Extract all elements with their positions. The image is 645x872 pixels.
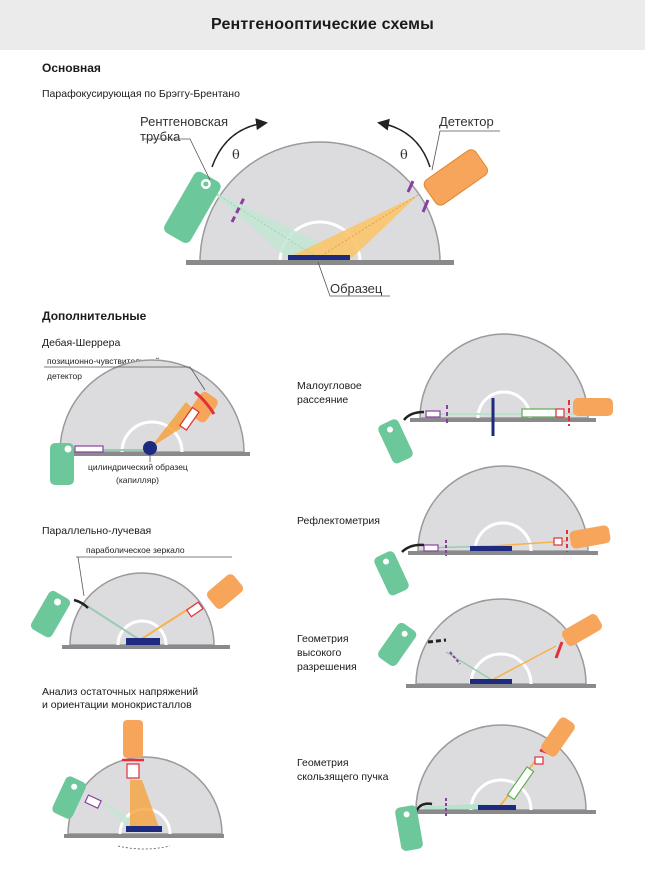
parallel-title: Параллельно-лучевая [42,525,152,537]
detector-icon [541,717,575,757]
grazing-title-line2: скользящего пучка [297,771,389,783]
rotation-arrow-icon [377,118,431,168]
saxs-title-line1: Малоугловое [297,380,362,392]
detector-label: Детектор [439,114,494,129]
rotation-arrow-icon [211,118,268,168]
capillary-sample [143,441,157,455]
sample-label: Образец [330,281,383,296]
capillary-label-line1: цилиндрический образец [88,462,188,472]
x-ray-tube-icon [30,590,71,638]
detector-icon [206,574,244,609]
stress-title-line1: Анализ остаточных напряжений [42,686,199,698]
sample [288,255,350,261]
divergence-slit [230,197,246,223]
parabolic-mirror [73,598,89,609]
mirror-label: параболическое зеркало [86,545,185,555]
saxs-title-line2: рассеяние [297,394,349,406]
page-header: Рентгенооптические схемы [0,0,645,50]
x-ray-tube-icon [395,805,423,851]
main-diagram [143,118,500,297]
hires-title-line1: Геометрия [297,633,349,645]
main-heading: Основная [42,61,101,75]
tube-label-line2: трубка [140,129,181,144]
hires-title-line3: разрешения [297,661,357,673]
incident-beam [210,190,352,258]
theta-right: θ [400,148,408,163]
reflectometry-diagram [374,465,611,596]
stress-title-line2: и ориентации монокристаллов [42,699,192,711]
main-scheme-title: Парафокусирующая по Брэггу-Брентано [42,88,240,100]
x-ray-tube-icon [378,419,413,464]
parallel-diagram [30,556,244,649]
reflectometry-title: Рефлектометрия [297,515,380,527]
psd-label-line1: позиционно-чувствительный [47,356,160,366]
stress-diagram [52,720,224,850]
x-ray-tube-icon [378,622,417,666]
grazing-diagram [395,717,596,851]
x-ray-tube-icon [374,551,409,596]
diffracted-beam [287,195,418,258]
hires-title-line2: высокого [297,647,342,659]
detector-icon [573,398,613,416]
receiving-slit-1 [406,180,415,193]
debye-title: Дебая-Шеррера [42,337,121,349]
detector-icon [562,614,602,646]
x-ray-tube-icon [50,443,74,485]
base-line [186,260,454,265]
receiving-slit-2 [421,199,430,213]
grazing-title-line1: Геометрия [297,757,349,769]
detector-icon [423,149,488,206]
tube-label-line1: Рентгеновская [140,114,229,129]
psd-label-line2: детектор [47,371,82,381]
additional-heading: Дополнительные [42,309,147,323]
page-title: Рентгенооптические схемы [210,16,435,33]
capillary-label-line2: (капилляр) [116,475,159,485]
saxs-diagram [378,333,613,464]
x-ray-tube-icon [52,776,86,819]
detector-icon [569,525,611,549]
x-ray-tube-icon [164,171,221,243]
hires-diagram [378,598,602,688]
detector-icon [123,720,143,758]
theta-left: θ [232,148,240,163]
debye-diagram [44,359,250,485]
